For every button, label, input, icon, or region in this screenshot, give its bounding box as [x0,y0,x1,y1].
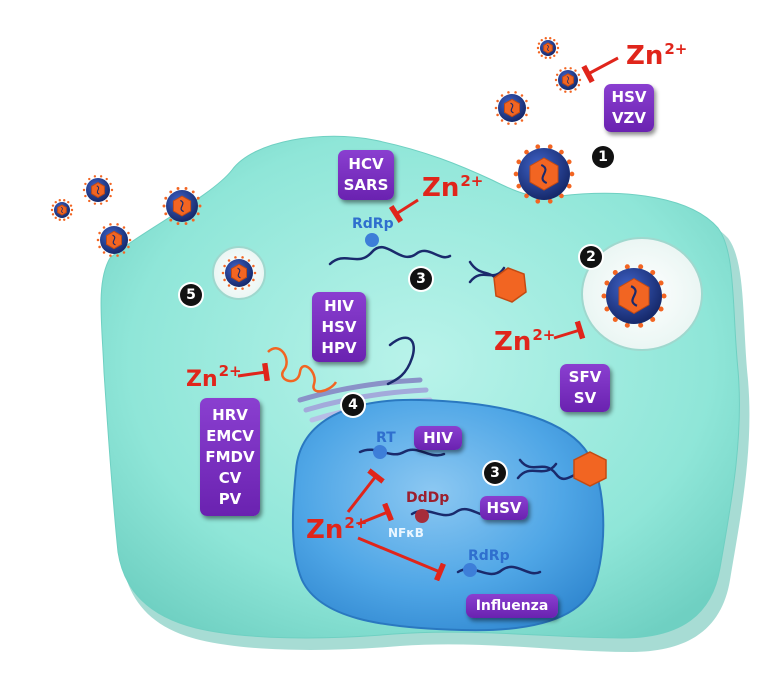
step-badge-2: 2 [580,246,602,268]
inhibition-arrows [237,56,619,582]
enzyme-label-dddp: DdDp [406,490,450,506]
virus-name: HRV [212,405,248,424]
zinc-label-nucleus: Zn2+ [306,514,367,545]
virus-name: EMCV [206,426,254,445]
virus-name: HIV [324,296,354,315]
rdrp-enzyme-nucleus [463,563,477,577]
step-badge-4: 4 [342,394,364,416]
virus-box-hsv-vzv: HSV VZV [604,84,654,132]
enzyme-label-rdrp-cytoplasm: RdRp [352,216,394,232]
virion-particle [96,223,132,257]
step-badge-3-cytoplasm: 3 [410,268,432,290]
virus-box-nucleus-influenza: Influenza [466,594,558,618]
virus-box-nucleus-hiv: HIV [414,426,462,450]
virion-particle [536,37,560,59]
zinc-charge: 2+ [460,172,484,190]
virus-name: HSV [611,88,647,106]
step-badge-1: 1 [592,146,614,168]
virus-name: SFV [568,368,602,386]
virus-box-picornaviruses: HRV EMCV FMDV CV PV [200,398,260,516]
virus-name: HIV [423,428,453,447]
zinc-label-fusion: Zn2+ [494,326,555,357]
released-capsid-nucleus [573,451,607,487]
step-badge-5: 5 [180,284,202,306]
virus-name: SV [573,389,597,407]
enzyme-label-rt: RT [376,430,396,446]
zinc-symbol: Zn [494,327,532,357]
zinc-charge: 2+ [664,40,688,58]
virus-name: HPV [321,338,357,357]
virus-name: HSV [321,317,357,336]
dddp-enzyme [415,509,429,523]
zinc-label-rdrp: Zn2+ [422,172,483,203]
virus-box-hiv-hsv-hpv: HIV HSV HPV [312,292,366,362]
virus-box-nucleus-hsv: HSV [480,496,528,520]
step-badge-3-nucleus: 3 [484,462,506,484]
virus-name: HSV [486,498,522,517]
released-capsid-cytoplasm [493,267,527,303]
virion-particle [513,144,575,204]
virus-box-sfv-sv: SFV SV [560,364,610,412]
virus-name: PV [218,489,242,508]
zinc-charge: 2+ [218,362,242,380]
zinc-label-polyprotein: Zn2+ [186,362,242,392]
viral-rna-uncoated [267,347,338,393]
virion-particle [221,256,257,290]
zinc-symbol: Zn [422,173,460,203]
zinc-symbol: Zn [306,515,344,545]
zinc-label-entry: Zn2+ [626,40,687,71]
enzyme-label-rdrp-nucleus: RdRp [468,548,510,564]
virion-particle [162,187,202,225]
zinc-charge: 2+ [532,326,556,344]
zinc-symbol: Zn [626,41,664,71]
enzyme-label-nfkb: NFκB [388,526,424,540]
virion-particle [601,264,667,328]
virion-particle [554,67,582,93]
rt-enzyme [373,445,387,459]
virion-particle [82,175,114,205]
zinc-symbol: Zn [186,367,218,392]
virus-name: SARS [343,176,389,194]
virus-name: Influenza [475,597,549,614]
virion-particle [494,91,530,125]
virus-name: FMDV [205,447,255,466]
virus-name: CV [218,468,242,487]
virion-particles [50,37,667,328]
virus-name: HCV [348,155,384,173]
virion-particle [50,199,74,221]
virus-box-hcv-sars: HCV SARS [338,150,394,200]
zinc-charge: 2+ [344,514,368,532]
virus-name: VZV [611,109,647,127]
rdrp-enzyme-cytoplasm [365,233,379,247]
